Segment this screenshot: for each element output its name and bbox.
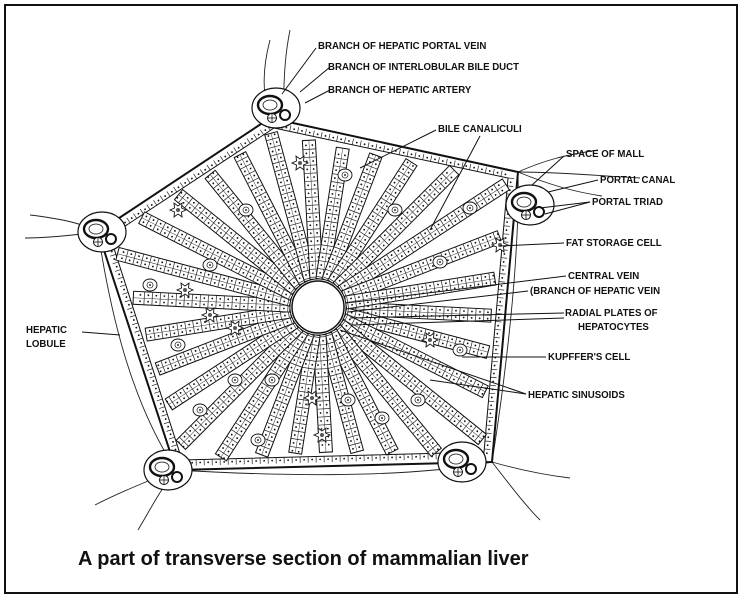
label-fat-storage-cell: FAT STORAGE CELL	[566, 237, 662, 249]
figure-caption: A part of transverse section of mammalia…	[78, 548, 529, 571]
label-branch-interlobular-bile-duct: BRANCH OF INTERLOBULAR BILE DUCT	[328, 61, 519, 73]
portal-triad	[144, 450, 192, 490]
label-hepatic-sinusoids: HEPATIC SINUSOIDS	[528, 389, 625, 401]
portal-triad	[78, 212, 126, 252]
label-space-of-mall: SPACE OF MALL	[566, 148, 644, 160]
label-central-vein: CENTRAL VEIN	[568, 270, 639, 282]
label-branch-hepatic-artery: BRANCH OF HEPATIC ARTERY	[328, 84, 471, 96]
label-central-vein-branch: (BRANCH OF HEPATIC VEIN	[530, 285, 660, 297]
label-radial-plates: RADIAL PLATES OF	[565, 307, 657, 319]
label-lobule: LOBULE	[26, 338, 66, 350]
label-kupffer-cell: KUPFFER'S CELL	[548, 351, 630, 363]
label-hepatic-lobule: HEPATIC	[26, 324, 67, 336]
label-hepatocytes: HEPATOCYTES	[578, 321, 649, 333]
label-portal-triad: PORTAL TRIAD	[592, 196, 663, 208]
label-portal-canal: PORTAL CANAL	[600, 174, 675, 186]
label-bile-canaliculi: BILE CANALICULI	[438, 123, 522, 135]
portal-triad	[252, 88, 300, 128]
portal-triad	[438, 442, 486, 482]
portal-triad	[506, 185, 554, 225]
label-branch-hepatic-portal-vein: BRANCH OF HEPATIC PORTAL VEIN	[318, 40, 486, 52]
central-vein	[292, 281, 344, 333]
